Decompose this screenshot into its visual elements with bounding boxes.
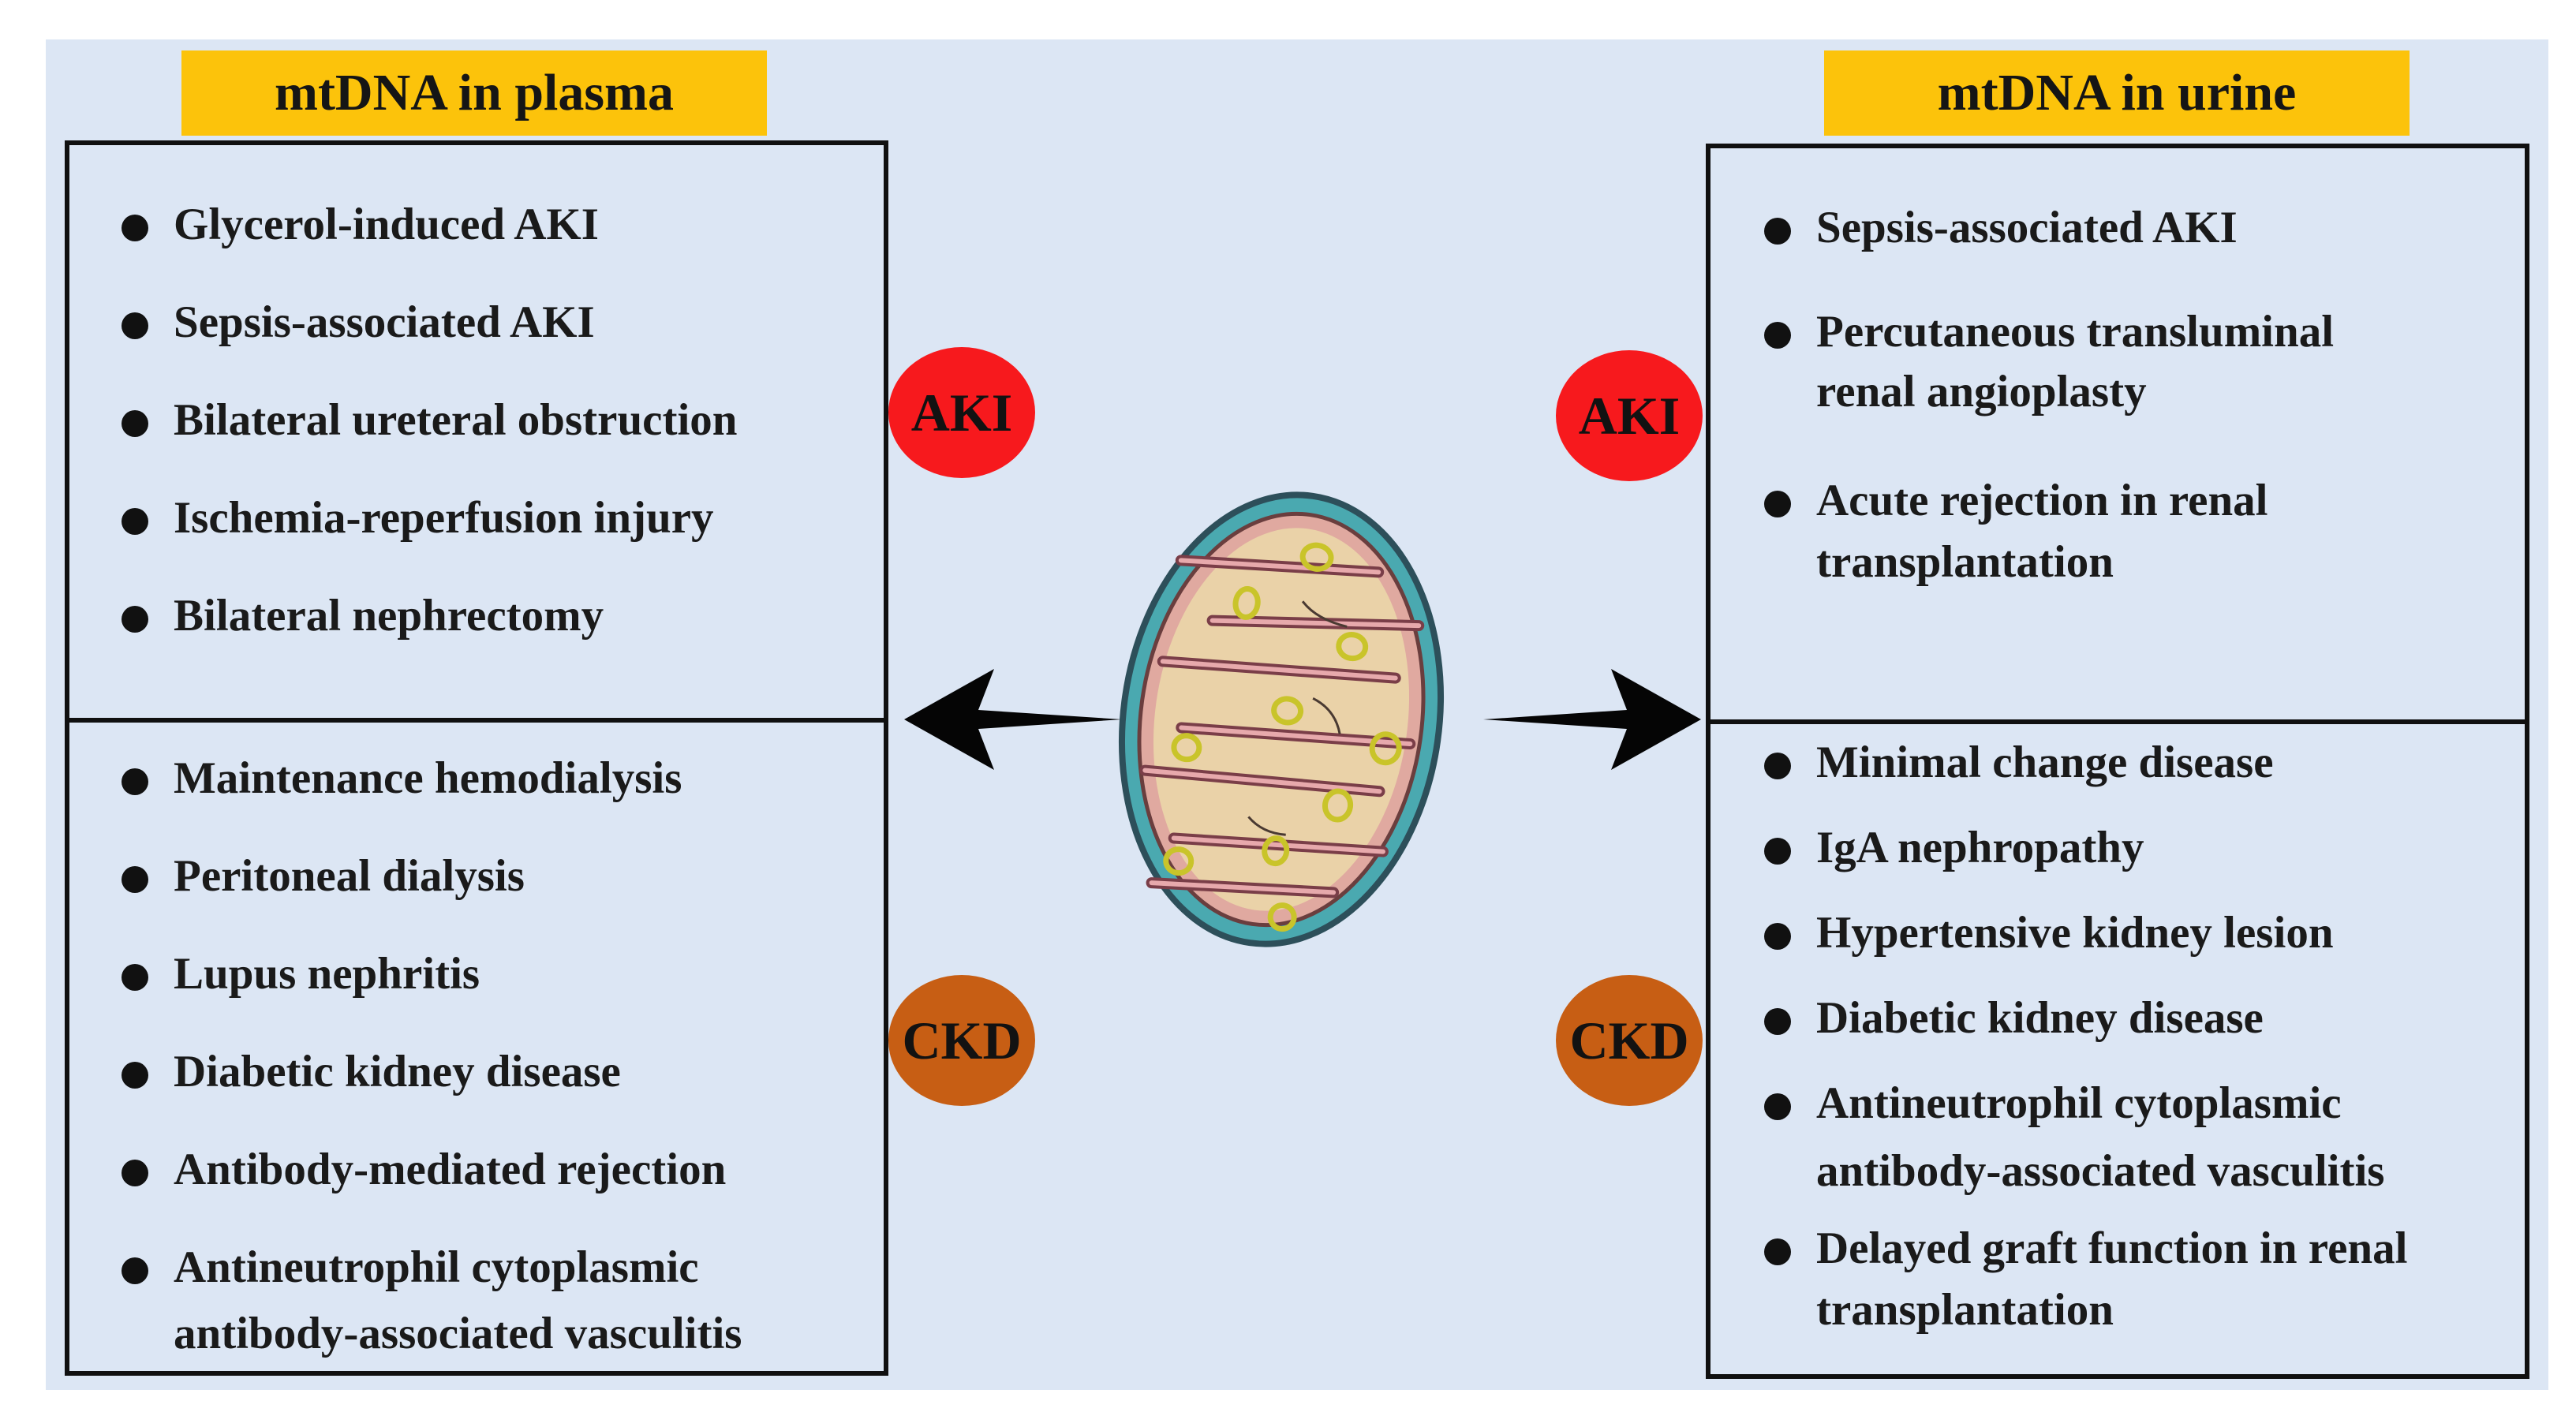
list-item-continuation: antibody-associated vasculitis <box>1816 1146 2385 1196</box>
list-item: Minimal change disease <box>1714 732 2342 794</box>
aki-badge-left: AKI <box>888 347 1035 478</box>
list-item: Antineutrophil cytoplasmic <box>1714 1073 2342 1134</box>
list-item: Ischemia-reperfusion injury <box>71 487 737 549</box>
list-item: Antineutrophil cytoplasmic <box>71 1237 726 1298</box>
list-item: Bilateral ureteral obstruction <box>71 390 737 451</box>
mitochondrion-icon <box>1118 491 1445 947</box>
urine-ckd-list: Minimal change disease IgA nephropathy H… <box>1714 732 2342 1134</box>
list-item: Diabetic kidney disease <box>71 1041 726 1103</box>
list-item: Glycerol-induced AKI <box>71 194 737 256</box>
list-item-continuation: antibody-associated vasculitis <box>174 1309 742 1358</box>
list-item: Percutaneous transluminal <box>1714 301 2334 363</box>
list-item: Bilateral nephrectomy <box>71 585 737 647</box>
list-item: Sepsis-associated AKI <box>71 292 737 353</box>
list-item: Diabetic kidney disease <box>1714 988 2342 1049</box>
urine-aki-list-2: Acute rejection in renal <box>1714 470 2268 532</box>
ckd-badge-right: CKD <box>1556 975 1703 1106</box>
plasma-box <box>65 140 888 1376</box>
urine-divider <box>1706 719 2529 724</box>
aki-badge-right: AKI <box>1556 350 1703 481</box>
urine-title: mtDNA in urine <box>1824 50 2410 136</box>
list-item-continuation: transplantation <box>1816 537 2114 587</box>
list-item: Maintenance hemodialysis <box>71 748 726 809</box>
arrow-left-icon <box>904 669 1122 770</box>
plasma-aki-list: Glycerol-induced AKI Sepsis-associated A… <box>71 194 737 647</box>
list-item-continuation: renal angioplasty <box>1816 367 2147 417</box>
list-item-continuation: transplantation <box>1816 1285 2114 1335</box>
plasma-ckd-list: Maintenance hemodialysis Peritoneal dial… <box>71 748 726 1298</box>
list-item: Hypertensive kidney lesion <box>1714 902 2342 964</box>
urine-box <box>1706 144 2529 1379</box>
list-item: Acute rejection in renal <box>1714 470 2268 532</box>
list-item: Antibody-mediated rejection <box>71 1139 726 1201</box>
ckd-badge-left: CKD <box>888 975 1035 1106</box>
plasma-title: mtDNA in plasma <box>181 50 767 136</box>
plasma-divider <box>65 718 888 723</box>
list-item: Delayed graft function in renal <box>1714 1218 2407 1279</box>
list-item: Lupus nephritis <box>71 943 726 1005</box>
urine-ckd-list-2: Delayed graft function in renal <box>1714 1218 2407 1279</box>
arrow-right-icon <box>1483 669 1701 770</box>
urine-aki-list: Sepsis-associated AKI Percutaneous trans… <box>1714 197 2334 363</box>
list-item: IgA nephropathy <box>1714 817 2342 879</box>
list-item: Peritoneal dialysis <box>71 846 726 907</box>
list-item: Sepsis-associated AKI <box>1714 197 2334 259</box>
